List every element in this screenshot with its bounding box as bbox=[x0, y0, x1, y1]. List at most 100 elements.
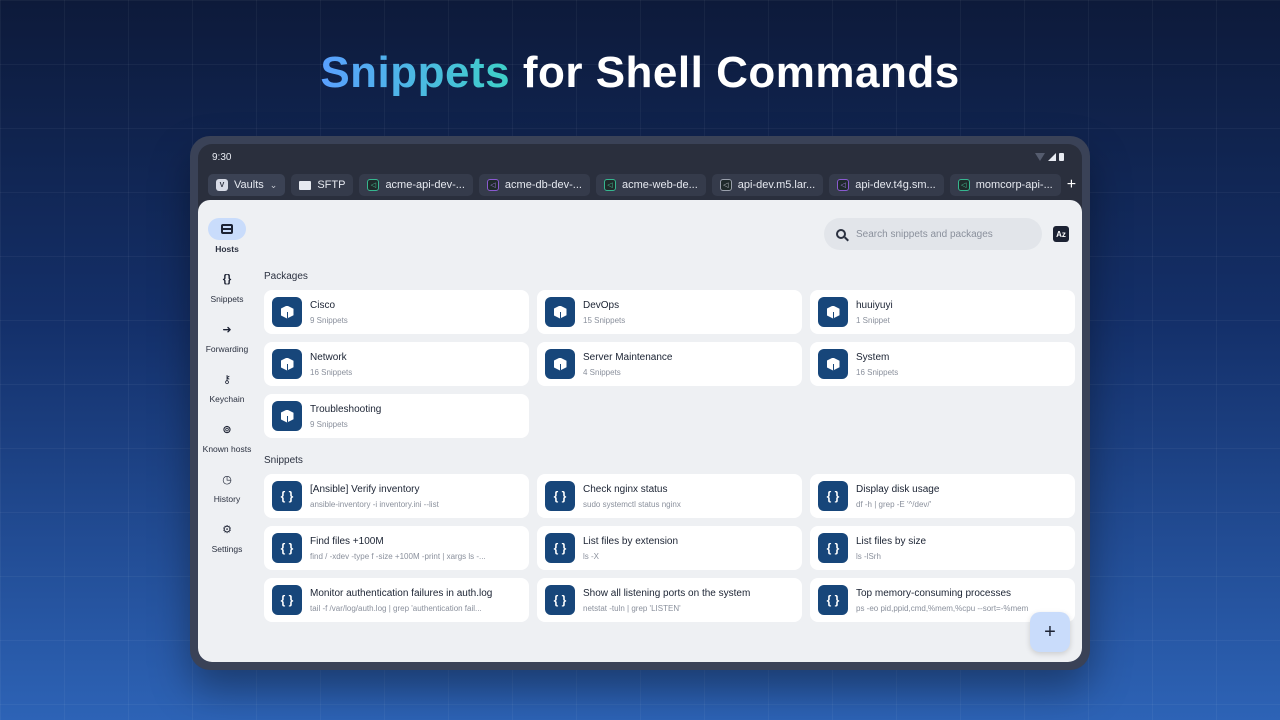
snippet-command: ls -X bbox=[583, 551, 599, 561]
sidebar-item-settings[interactable]: ⚙Settings bbox=[198, 518, 256, 555]
packages-heading: Packages bbox=[264, 271, 308, 282]
tab-vaults-label: Vaults bbox=[234, 179, 264, 191]
settings-icon: ⚙ bbox=[222, 523, 232, 536]
package-count: 9 Snippets bbox=[310, 419, 348, 429]
package-name: DevOps bbox=[583, 299, 620, 311]
tab-sftp[interactable]: SFTP bbox=[291, 174, 354, 196]
search-bar[interactable] bbox=[824, 218, 1042, 250]
sidebar-item-keychain[interactable]: ⚷ Keychain bbox=[198, 368, 256, 405]
package-name: System bbox=[856, 351, 890, 363]
tab-host[interactable]: acme-api-dev-... bbox=[359, 174, 473, 196]
package-icon bbox=[272, 297, 302, 327]
host-icon bbox=[603, 179, 616, 191]
tab-host-label: api-dev.t4g.sm... bbox=[855, 179, 936, 191]
tab-sftp-label: SFTP bbox=[317, 179, 346, 191]
cube-icon bbox=[553, 357, 567, 371]
sidebar-item-known-hosts[interactable]: ⊚Known hosts bbox=[198, 418, 256, 455]
keychain-icon: ⚷ bbox=[222, 373, 232, 386]
tab-host[interactable]: acme-db-dev-... bbox=[478, 174, 590, 196]
sidebar-item-hosts[interactable]: Hosts bbox=[198, 218, 256, 254]
status-time: 9:30 bbox=[212, 151, 232, 163]
tab-host[interactable]: momcorp-api-... bbox=[949, 174, 1061, 196]
snippet-name: Show all listening ports on the system bbox=[583, 587, 751, 599]
package-name: Network bbox=[310, 351, 347, 363]
cube-icon bbox=[826, 305, 840, 319]
snippet-command: ps -eo pid,ppid,cmd,%mem,%cpu --sort=-%m… bbox=[856, 603, 1029, 613]
sidebar-item-label: Known hosts bbox=[202, 444, 252, 454]
sidebar-item-label: Forwarding bbox=[205, 344, 249, 354]
add-tab-button[interactable]: + bbox=[1066, 176, 1077, 193]
snippet-card[interactable]: { } Show all listening ports on the syste… bbox=[537, 578, 802, 622]
snippet-command: find / -xdev -type f -size +100M -print … bbox=[310, 551, 486, 561]
tab-bar: V Vaults ⌄ SFTP acme-api-dev-...acme-db-… bbox=[198, 170, 1082, 200]
tab-vaults[interactable]: V Vaults ⌄ bbox=[208, 174, 286, 196]
package-card[interactable]: System 16 Snippets bbox=[810, 342, 1075, 386]
code-braces-icon: { } bbox=[818, 585, 848, 615]
sidebar-item-label: Snippets bbox=[210, 294, 244, 304]
package-icon bbox=[818, 349, 848, 379]
snippet-text: Find files +100M find / -xdev -type f -si… bbox=[310, 536, 486, 561]
tab-host[interactable]: api-dev.m5.lar... bbox=[711, 174, 824, 196]
cube-icon bbox=[280, 305, 294, 319]
host-icon bbox=[367, 179, 380, 191]
chevron-down-icon: ⌄ bbox=[269, 179, 278, 190]
sidebar-item-forwarding[interactable]: ➜Forwarding bbox=[198, 318, 256, 355]
code-braces-icon: { } bbox=[272, 585, 302, 615]
status-bar: 9:30 bbox=[198, 144, 1082, 170]
sidebar-item-label: Keychain bbox=[209, 394, 245, 404]
snippet-name: [Ansible] Verify inventory bbox=[310, 483, 420, 495]
snippet-command: netstat -tuln | grep 'LISTEN' bbox=[583, 603, 681, 613]
tab-host-label: api-dev.m5.lar... bbox=[737, 179, 816, 191]
host-icon bbox=[957, 179, 970, 191]
package-text: System 16 Snippets bbox=[856, 352, 898, 377]
snippet-card[interactable]: { } Monitor authentication failures in au… bbox=[264, 578, 529, 622]
tab-host[interactable]: api-dev.t4g.sm... bbox=[829, 174, 944, 196]
package-name: Cisco bbox=[310, 299, 336, 311]
code-braces-icon: { } bbox=[545, 481, 575, 511]
snippet-command: df -h | grep -E '^/dev/' bbox=[856, 499, 932, 509]
package-icon bbox=[272, 349, 302, 379]
cube-icon bbox=[826, 357, 840, 371]
code-braces-icon: { } bbox=[545, 585, 575, 615]
headline-accent: Snippets bbox=[320, 48, 511, 97]
snippet-name: Display disk usage bbox=[856, 483, 940, 495]
add-snippet-button[interactable]: + bbox=[1030, 612, 1070, 652]
sort-button[interactable]: Az bbox=[1053, 226, 1069, 242]
package-icon bbox=[272, 401, 302, 431]
sidebar-item-label: History bbox=[213, 494, 241, 504]
snippet-text: Show all listening ports on the system ne… bbox=[583, 588, 750, 613]
sidebar-item-history[interactable]: ◷History bbox=[198, 468, 256, 505]
status-icons bbox=[1035, 153, 1064, 161]
tab-host-label: acme-web-de... bbox=[621, 179, 698, 191]
snippet-name: List files by size bbox=[856, 535, 927, 547]
snippet-name: Find files +100M bbox=[310, 535, 384, 547]
code-braces-icon: { } bbox=[272, 481, 302, 511]
sidebar-item-snippets[interactable]: {}Snippets bbox=[198, 268, 256, 304]
search-input[interactable] bbox=[856, 228, 1016, 240]
package-count: 16 Snippets bbox=[856, 367, 899, 377]
tab-host[interactable]: acme-web-de... bbox=[595, 174, 706, 196]
snippet-text: Monitor authentication failures in auth.… bbox=[310, 588, 492, 613]
package-name: Server Maintenance bbox=[583, 351, 673, 363]
